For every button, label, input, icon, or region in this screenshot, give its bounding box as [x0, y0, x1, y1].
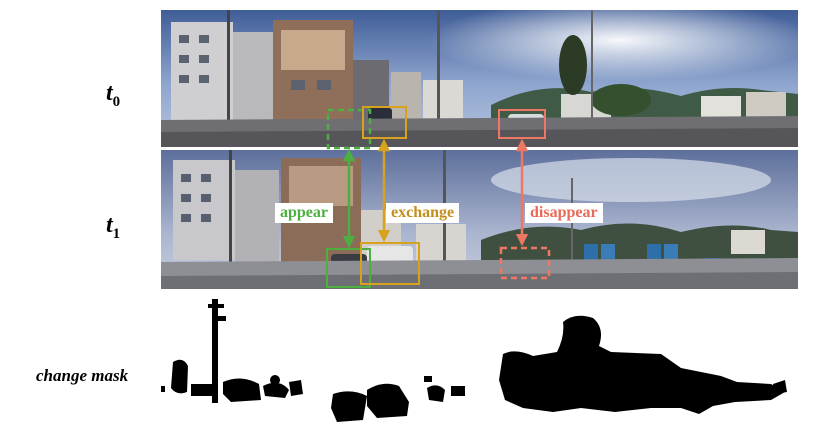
t0-label-sub: 0 — [112, 93, 121, 110]
t0-label-base: t — [106, 80, 113, 106]
exchange-tag: exchange — [386, 203, 460, 223]
change-mask-label: change mask — [36, 366, 129, 385]
panorama-t0 — [161, 10, 798, 147]
exchange-box-t1 — [360, 242, 420, 285]
disappear-box-t0 — [498, 109, 546, 139]
appear-box-t0 — [326, 108, 372, 150]
t1-label: t1 — [106, 212, 120, 243]
exchange-box-t0 — [362, 106, 407, 139]
disappear-box-t1 — [499, 246, 551, 280]
disappear-tag: disappear — [525, 203, 603, 223]
appear-box-t1 — [326, 248, 371, 288]
t0-label: t0 — [106, 80, 120, 111]
t1-label-base: t — [106, 212, 113, 238]
t1-label-sub: 1 — [112, 225, 121, 242]
appear-tag: appear — [275, 203, 333, 223]
change-mask — [161, 299, 787, 422]
panorama-t1 — [161, 150, 798, 289]
